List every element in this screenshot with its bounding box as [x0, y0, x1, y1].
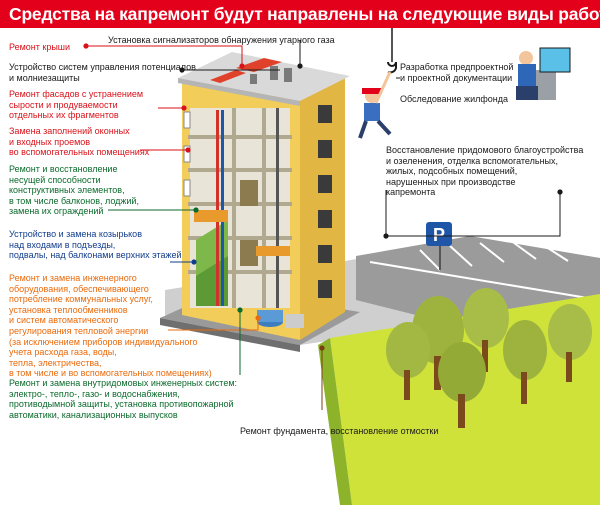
parking-sign-icon: [426, 222, 452, 246]
label-roof: Ремонт крыши: [9, 42, 71, 52]
balcony: [194, 210, 228, 222]
parking-sign-letter: P: [433, 225, 445, 245]
trees: [386, 288, 592, 428]
parking-lot: [356, 236, 600, 326]
label-sensors: Установка сигнализаторов обнаружения уга…: [108, 35, 335, 45]
page-title: Средства на капремонт будут направлены н…: [0, 0, 600, 28]
label-design: Разработка предпроектной и проектной док…: [400, 62, 514, 83]
label-survey: Обследование жилфонда: [400, 94, 508, 104]
roof: [178, 52, 350, 101]
roof-repair-area: [236, 58, 282, 72]
label-potential: Устройство систем управления потенциалов…: [9, 62, 196, 83]
worker-icon: [358, 71, 392, 139]
label-windows: Замена заполнений оконных и входных прое…: [9, 126, 150, 158]
label-facade: Ремонт фасадов с устранением сырости и п…: [9, 89, 144, 121]
crane-hook-icon: [387, 61, 397, 74]
leader-landscape: [385, 190, 561, 237]
label-structures: Ремонт и восстановление несущей способно…: [9, 164, 139, 217]
label-engineering: Ремонт и замена инженерного оборудования…: [9, 273, 212, 379]
leader-dots: [83, 43, 563, 351]
label-canopies: Устройство и замена козырьков над входам…: [9, 229, 182, 261]
desk-worker-icon: [516, 47, 571, 100]
leader-engineering: [168, 318, 259, 331]
label-landscape: Восстановление придомового благоустройст…: [386, 145, 584, 198]
label-internal: Ремонт и замена внутридомовых инженерных…: [9, 378, 238, 420]
building-side-face: [300, 78, 345, 340]
leader-roof: [86, 45, 243, 66]
label-foundation: Ремонт фундамента, восстановление отмост…: [240, 426, 439, 436]
cutaway-interior: [188, 108, 304, 328]
